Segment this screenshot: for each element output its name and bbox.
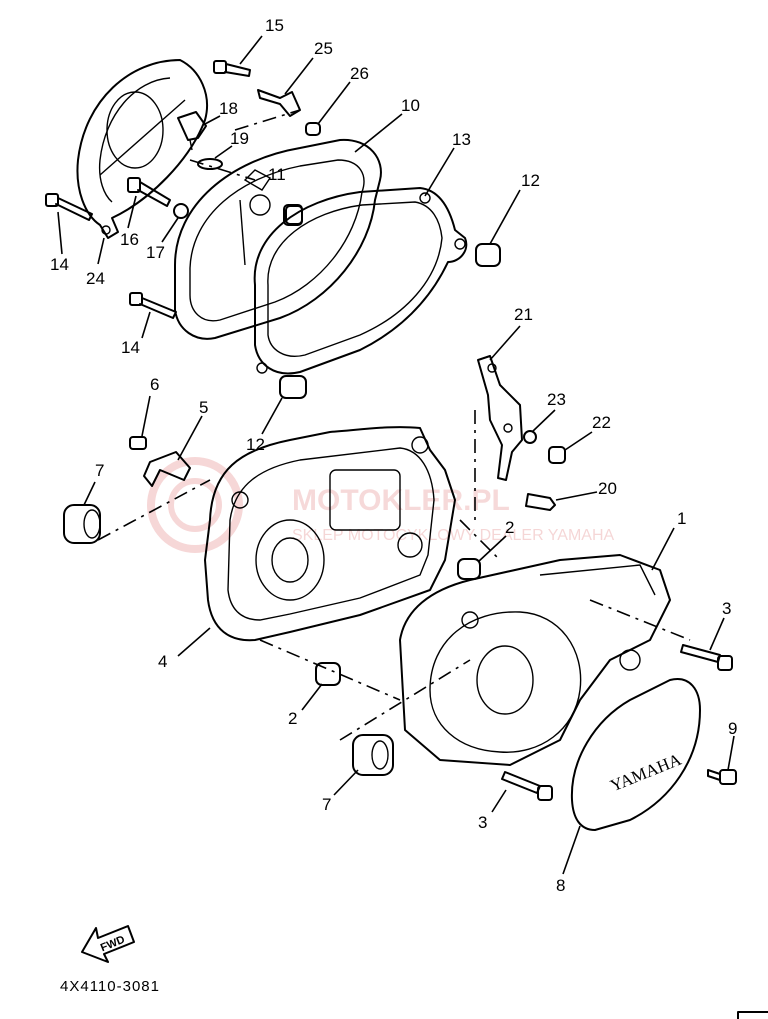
cover-brand-text: YAMAHA xyxy=(608,750,685,796)
callout-7b: 7 xyxy=(322,795,331,814)
callout-3b: 3 xyxy=(478,813,487,832)
callout-17: 17 xyxy=(146,243,165,262)
part-7a-damper xyxy=(63,504,101,544)
part-5-guide xyxy=(143,451,191,487)
part-16-bolt xyxy=(127,177,171,207)
part-4-crankcase-left xyxy=(204,426,456,642)
part-25-clamp xyxy=(257,89,301,117)
part-14b-bolt xyxy=(129,292,177,319)
assembly-lines xyxy=(97,109,691,741)
part-15-screw xyxy=(213,60,251,77)
part-21-bracket xyxy=(477,355,523,481)
fwd-arrow-icon: FWD xyxy=(81,925,135,963)
diagram-code: 4X4110-3081 xyxy=(60,978,160,995)
callout-6: 6 xyxy=(150,375,159,394)
callout-labels: 15 25 26 10 18 19 11 13 12 14 16 17 24 1… xyxy=(50,16,737,895)
callout-24: 24 xyxy=(86,269,105,288)
callout-25: 25 xyxy=(314,39,333,58)
callout-9: 9 xyxy=(728,719,737,738)
watermark-logo-icon xyxy=(147,457,243,553)
part-6-screw xyxy=(129,436,147,450)
callout-10: 10 xyxy=(401,96,420,115)
part-19-o-ring xyxy=(197,158,223,170)
callout-19: 19 xyxy=(230,129,249,148)
part-12a-dowel xyxy=(475,243,501,267)
callout-2a: 2 xyxy=(505,518,514,537)
callout-16: 16 xyxy=(120,230,139,249)
part-8-magneto-cover: YAMAHA xyxy=(570,678,701,831)
callout-22: 22 xyxy=(592,413,611,432)
callout-20: 20 xyxy=(598,479,617,498)
callout-12b: 12 xyxy=(246,435,265,454)
corner-mark xyxy=(737,1011,768,1019)
callout-4: 4 xyxy=(158,652,167,671)
part-2b-dowel xyxy=(315,662,341,686)
part-7b-damper xyxy=(352,734,394,776)
part-3b-bolt xyxy=(501,771,553,801)
callout-5: 5 xyxy=(199,398,208,417)
callout-15: 15 xyxy=(265,16,284,35)
callout-14b: 14 xyxy=(121,338,140,357)
part-3a-bolt xyxy=(680,644,733,671)
callout-26: 26 xyxy=(350,64,369,83)
callout-13: 13 xyxy=(452,130,471,149)
leader-lines xyxy=(57,35,735,875)
callout-12a: 12 xyxy=(521,171,540,190)
callout-7a: 7 xyxy=(95,461,104,480)
part-9-screw xyxy=(707,769,737,785)
callout-18: 18 xyxy=(219,99,238,118)
callout-3a: 3 xyxy=(722,599,731,618)
part-23-washer xyxy=(523,430,537,444)
part-11-bearing xyxy=(285,205,303,225)
callout-8: 8 xyxy=(556,876,565,895)
watermark-subtitle: SKLEP MOTOCYKLOWY DEALER YAMAHA xyxy=(292,527,615,544)
part-14a-bolt xyxy=(45,193,93,221)
callout-11: 11 xyxy=(268,165,286,184)
part-26-grommet xyxy=(305,122,321,136)
callout-14a: 14 xyxy=(50,255,69,274)
callout-2b: 2 xyxy=(288,709,297,728)
part-18-sensor xyxy=(177,111,207,151)
part-20-bolt xyxy=(525,493,556,511)
callout-23: 23 xyxy=(547,390,566,409)
part-22-screw xyxy=(548,446,566,464)
part-2a-dowel xyxy=(457,558,481,580)
callout-21: 21 xyxy=(514,305,533,324)
part-13-gasket xyxy=(253,187,468,375)
watermark: MOTOKLER.PL SKLEP MOTOCYKLOWY DEALER YAM… xyxy=(147,457,615,553)
part-24-shield xyxy=(76,59,208,239)
part-12b-dowel xyxy=(279,375,307,399)
part-1-crankcase-right xyxy=(399,554,671,766)
callout-1: 1 xyxy=(677,509,686,528)
watermark-brand: MOTOKLER.PL xyxy=(292,484,510,517)
part-17-washer xyxy=(173,203,189,219)
